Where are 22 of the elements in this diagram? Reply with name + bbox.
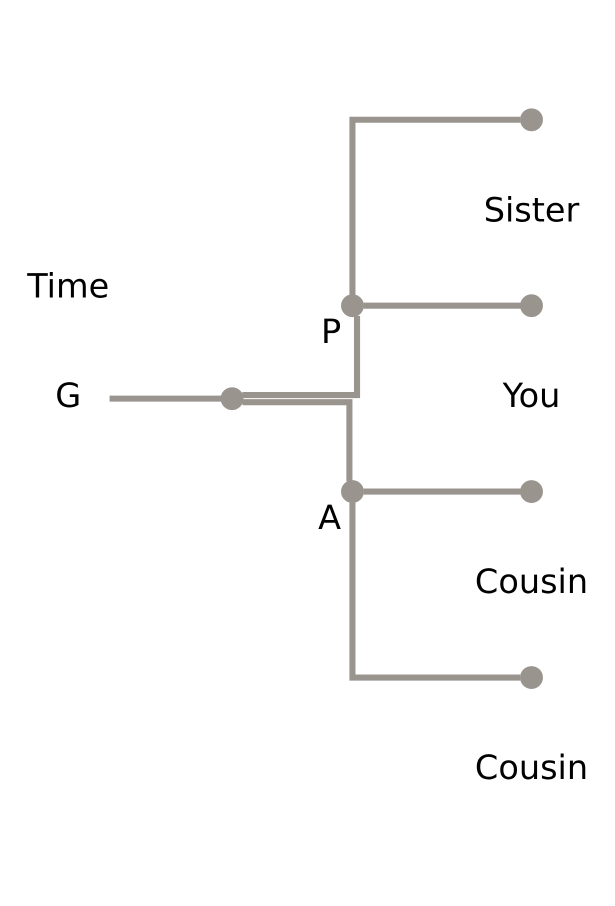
connector — [349, 502, 520, 680]
node-circle — [520, 108, 543, 131]
node-circle — [341, 480, 364, 503]
node-circle — [520, 480, 543, 503]
node-circle — [341, 294, 364, 317]
connector — [349, 116, 520, 294]
node-label: You — [502, 376, 560, 415]
node-text: G — [55, 376, 82, 415]
node-circle — [520, 666, 543, 688]
node-circle — [220, 386, 244, 410]
node-label: A — [318, 498, 342, 537]
connector — [110, 395, 222, 402]
node-label: Cousin — [474, 748, 588, 787]
connector — [242, 398, 352, 481]
connector — [364, 302, 521, 308]
node-circle — [520, 294, 543, 317]
label: Time — [27, 266, 110, 305]
connector — [242, 315, 360, 398]
connector — [364, 488, 521, 494]
node-label: P — [321, 312, 342, 351]
node-label: Sister — [484, 190, 580, 229]
node-label: Cousin — [474, 562, 588, 601]
